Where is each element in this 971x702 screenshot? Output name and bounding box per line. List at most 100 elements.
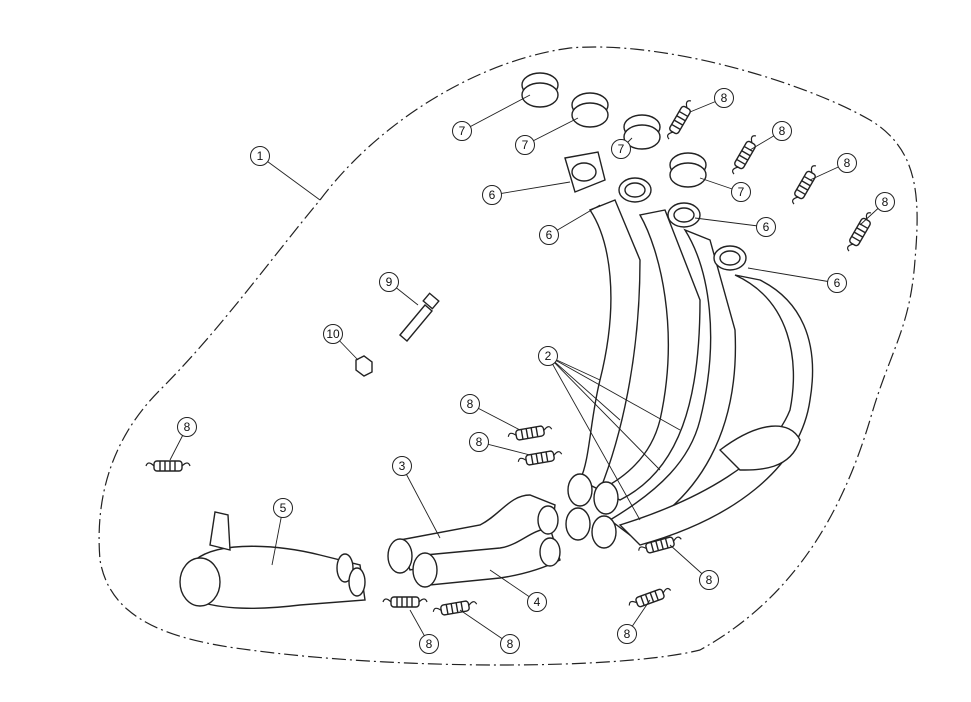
callout-8: 8 [875, 192, 895, 212]
callout-label: 8 [779, 124, 786, 138]
leader-line [491, 181, 571, 196]
callout-8: 8 [714, 88, 734, 108]
callout-circle [756, 217, 776, 237]
leader-line [547, 355, 621, 421]
callout-label: 6 [546, 228, 553, 242]
callout-circle [731, 182, 751, 202]
leader-line [694, 217, 767, 228]
bolt [399, 292, 440, 342]
callout-circle [482, 185, 502, 205]
callout-3: 3 [392, 456, 412, 476]
callout-7: 7 [452, 121, 472, 141]
callouts: 1 7 7 7 7 8 8 8 8 6 6 6 6 9 10 2 8 8 8 3 5 4 8 8 8 8 [177, 88, 895, 654]
callout-circle [379, 272, 399, 292]
callout-label: 10 [326, 327, 340, 341]
spring [382, 596, 428, 608]
callout-circle [452, 121, 472, 141]
callout-circle [827, 273, 847, 293]
callout-4: 4 [527, 592, 547, 612]
callout-7: 7 [611, 139, 631, 159]
leader-line [547, 355, 661, 471]
header-outlets [565, 473, 619, 549]
flanges [564, 151, 747, 271]
callout-circle [538, 346, 558, 366]
callout-6: 6 [756, 217, 776, 237]
callout-label: 8 [184, 420, 191, 434]
callout-circle [323, 324, 343, 344]
spring [791, 165, 817, 205]
spring [145, 460, 191, 472]
callout-7: 7 [515, 135, 535, 155]
callout-6: 6 [827, 273, 847, 293]
callout-label: 1 [257, 149, 264, 163]
callout-circle [419, 634, 439, 654]
spring [846, 212, 872, 252]
spring [628, 587, 672, 608]
callout-8: 8 [177, 417, 197, 437]
callout-label: 8 [467, 397, 474, 411]
callout-label: 3 [399, 459, 406, 473]
callout-label: 7 [618, 142, 625, 156]
callout-8: 8 [772, 121, 792, 141]
callout-5: 5 [273, 498, 293, 518]
nut [355, 355, 373, 377]
callout-circle [273, 498, 293, 518]
callout-circle [515, 135, 535, 155]
assembly-boundary [98, 46, 918, 666]
callout-7: 7 [731, 182, 751, 202]
callout-8: 8 [460, 394, 480, 414]
spring [507, 425, 553, 441]
callout-label: 8 [624, 627, 631, 641]
silencer-link [179, 511, 366, 609]
callout-8: 8 [469, 432, 489, 452]
spring [731, 135, 757, 175]
callout-label: 5 [280, 501, 287, 515]
callout-circle [177, 417, 197, 437]
callout-circle [250, 146, 270, 166]
callout-6: 6 [482, 185, 502, 205]
callout-8: 8 [617, 624, 637, 644]
callout-8: 8 [837, 153, 857, 173]
callout-label: 8 [507, 637, 514, 651]
callout-8: 8 [699, 570, 719, 590]
leader-line [259, 155, 321, 201]
spring [432, 600, 478, 616]
callout-label: 7 [738, 185, 745, 199]
callout-circle [617, 624, 637, 644]
callout-label: 8 [706, 573, 713, 587]
callout-circle [714, 88, 734, 108]
callout-label: 6 [763, 220, 770, 234]
gaskets [521, 72, 707, 188]
callout-1: 1 [250, 146, 270, 166]
callout-circle [772, 121, 792, 141]
leader-line [401, 465, 441, 539]
callout-circle [460, 394, 480, 414]
callout-label: 8 [882, 195, 889, 209]
callout-circle [500, 634, 520, 654]
callout-label: 2 [545, 349, 552, 363]
callout-label: 8 [721, 91, 728, 105]
callout-label: 7 [522, 138, 529, 152]
callout-6: 6 [539, 225, 559, 245]
callout-circle [527, 592, 547, 612]
callout-label: 4 [534, 595, 541, 609]
leader-line [747, 267, 838, 284]
callout-label: 8 [476, 435, 483, 449]
collector-pipes [387, 494, 561, 588]
spring [517, 450, 563, 466]
callout-circle [539, 225, 559, 245]
callout-label: 8 [844, 156, 851, 170]
callout-8: 8 [419, 634, 439, 654]
callout-label: 6 [834, 276, 841, 290]
callout-label: 6 [489, 188, 496, 202]
leader-line [547, 355, 681, 431]
callout-circle [875, 192, 895, 212]
callout-label: 7 [459, 124, 466, 138]
leader-line [461, 94, 531, 132]
leader-line [547, 355, 641, 521]
callout-label: 9 [386, 275, 393, 289]
callout-8: 8 [500, 634, 520, 654]
callout-circle [699, 570, 719, 590]
spring [666, 100, 692, 140]
